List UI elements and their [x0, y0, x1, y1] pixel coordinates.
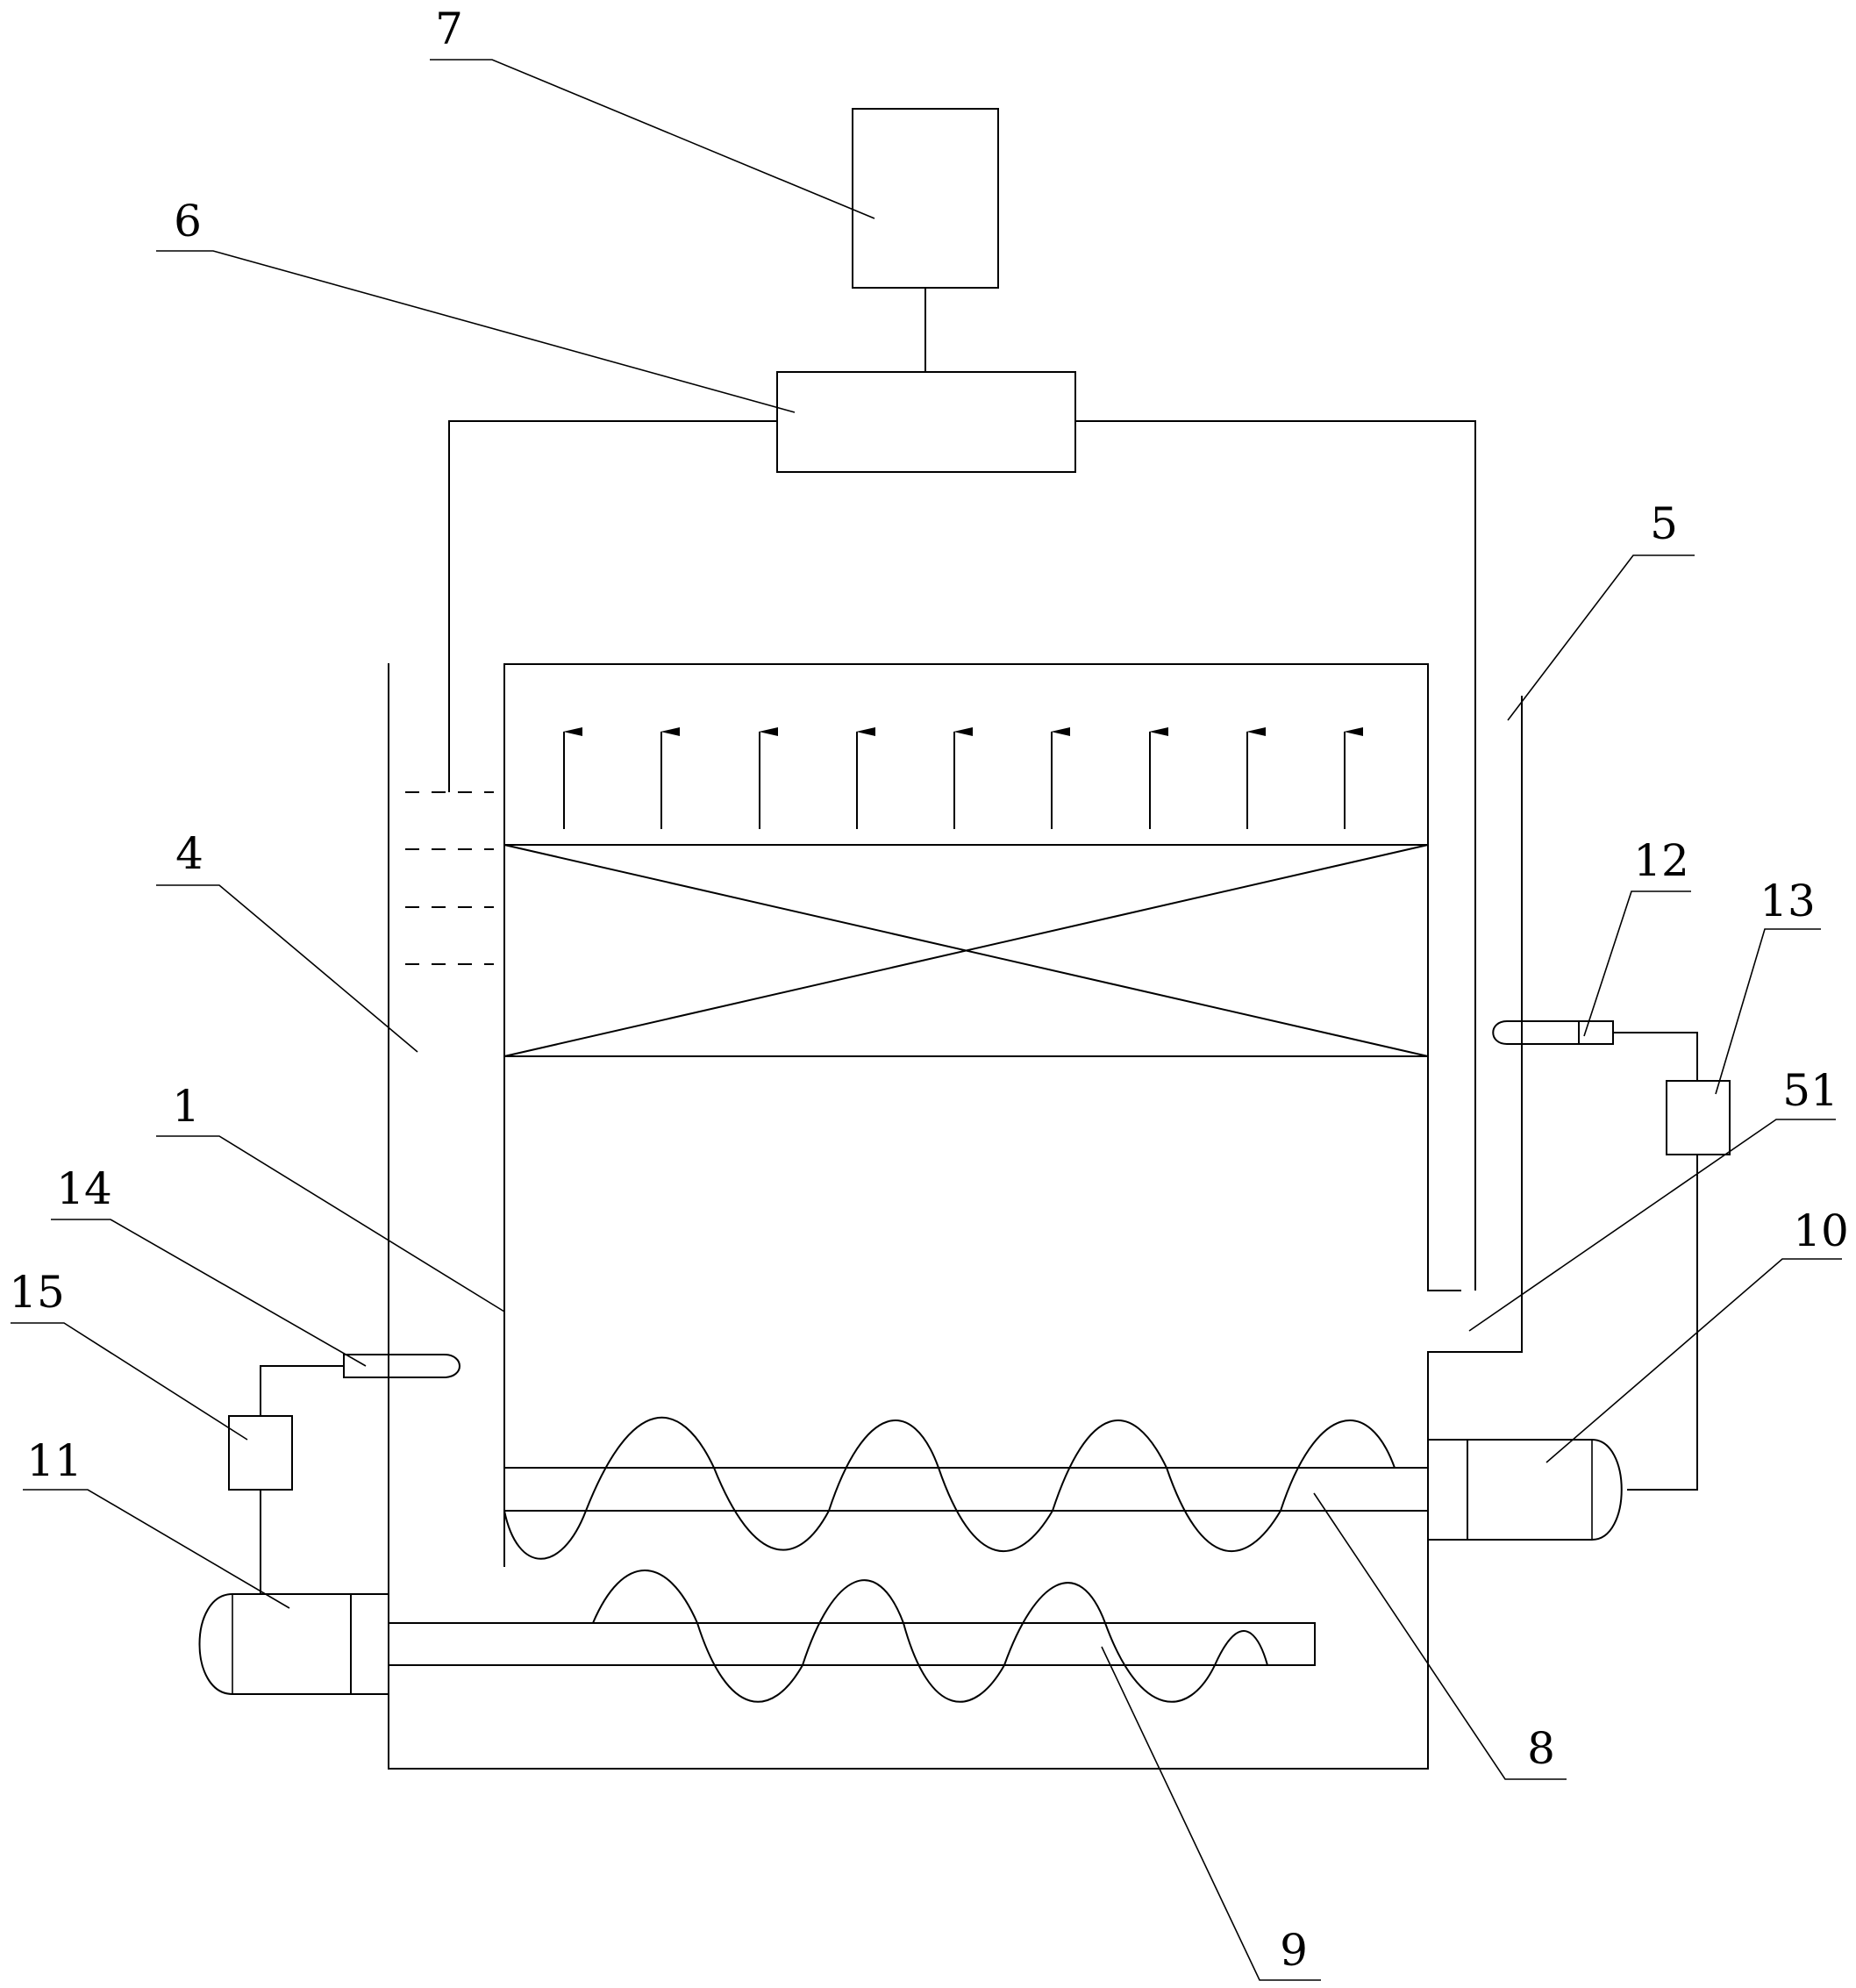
reference-labels: 7 6 5 4 1 14 15 11 12 13 51 10 8 9	[9, 4, 1849, 1976]
label-5: 5	[1650, 498, 1678, 549]
label-4: 4	[175, 828, 203, 879]
lower-screw-conveyor	[198, 1570, 1316, 1703]
label-13: 13	[1760, 876, 1816, 926]
outer-tank	[388, 663, 1523, 1770]
label-8: 8	[1527, 1723, 1555, 1774]
label-6: 6	[174, 196, 202, 247]
control-unit	[448, 108, 1476, 1291]
inner-vessel	[503, 663, 1461, 1567]
upper-screw-conveyor	[503, 1417, 1623, 1560]
label-10: 10	[1793, 1205, 1849, 1256]
label-1: 1	[172, 1081, 200, 1132]
label-11: 11	[26, 1435, 82, 1486]
liquid-level-dashes	[405, 791, 494, 965]
label-7: 7	[435, 4, 463, 54]
label-12: 12	[1633, 835, 1689, 886]
left-sensor-circuit	[228, 1354, 460, 1594]
label-15: 15	[9, 1267, 65, 1318]
flow-arrows	[563, 727, 1363, 829]
label-51: 51	[1782, 1065, 1838, 1116]
leader-lines	[11, 59, 1842, 1981]
label-14: 14	[56, 1163, 112, 1214]
right-sensor-circuit	[1492, 1020, 1731, 1491]
label-9: 9	[1280, 1925, 1308, 1976]
